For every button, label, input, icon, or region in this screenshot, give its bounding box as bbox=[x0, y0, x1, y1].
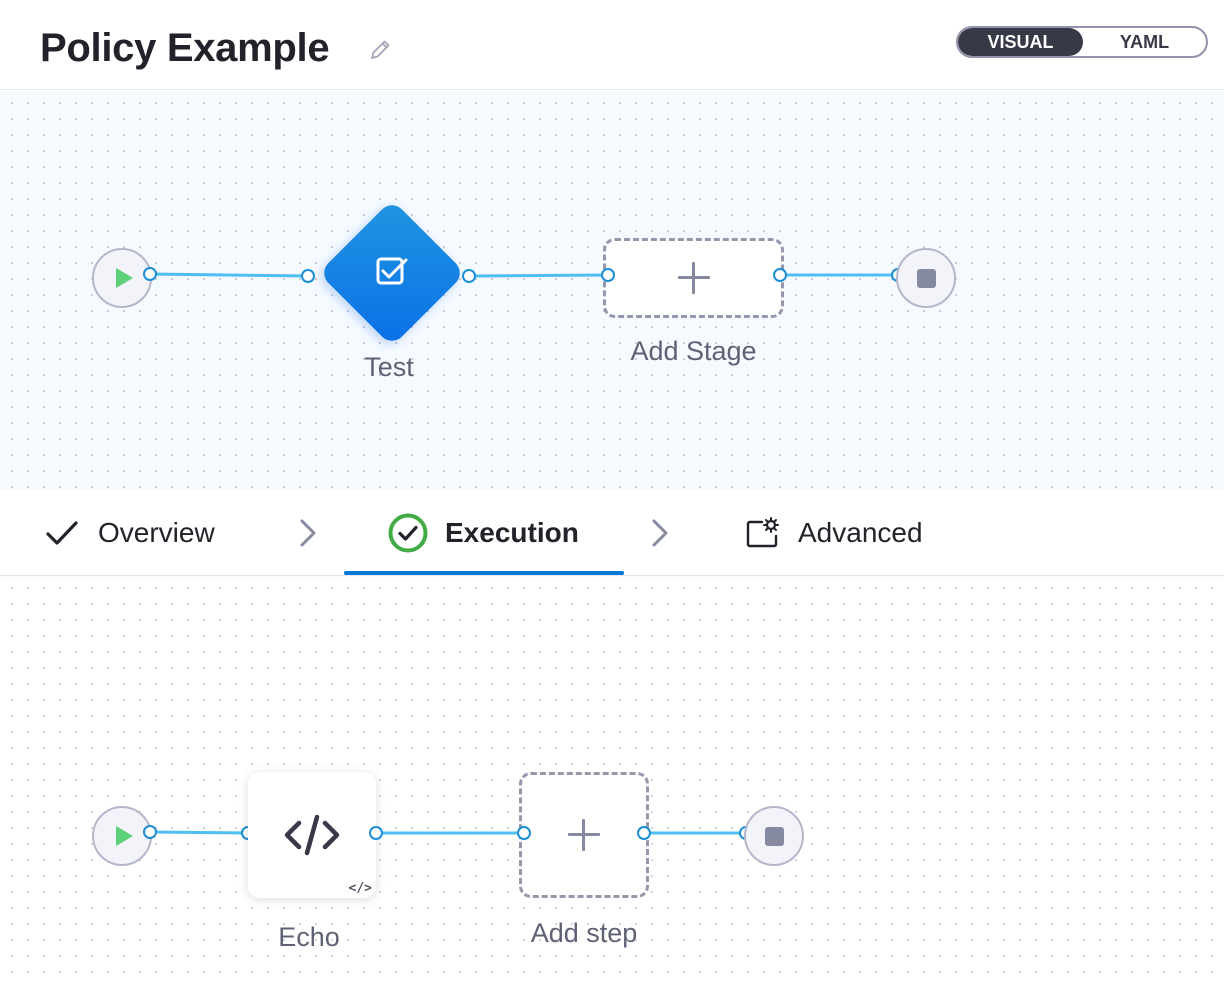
script-badge-icon: </> bbox=[348, 881, 372, 896]
play-icon bbox=[115, 826, 133, 846]
add-step-label: Add step bbox=[530, 918, 638, 948]
add-step-in-port[interactable] bbox=[517, 826, 531, 840]
exec-start-out-port[interactable] bbox=[143, 825, 157, 839]
pipeline-header: Policy Example VISUAL YAML bbox=[0, 0, 1224, 90]
step-label-echo: Echo bbox=[278, 922, 340, 952]
stop-icon bbox=[764, 826, 784, 846]
settings-panel-icon bbox=[746, 517, 779, 548]
tab-overview[interactable]: Overview bbox=[44, 490, 215, 576]
view-mode-toggle[interactable]: VISUAL YAML bbox=[956, 26, 1208, 58]
add-step-button[interactable] bbox=[519, 772, 649, 898]
stage-in-port[interactable] bbox=[301, 269, 315, 283]
add-step-out-port[interactable] bbox=[637, 826, 651, 840]
add-stage-button[interactable] bbox=[603, 238, 784, 318]
visual-toggle-option[interactable]: VISUAL bbox=[958, 28, 1083, 56]
stage-label-test: Test bbox=[364, 352, 414, 382]
check-icon bbox=[46, 521, 78, 545]
tab-execution[interactable]: Execution bbox=[387, 490, 579, 576]
chevron-right-icon bbox=[652, 519, 668, 547]
tab-advanced[interactable]: Advanced bbox=[746, 490, 923, 576]
add-stage-out-port[interactable] bbox=[773, 268, 787, 282]
execution-start-node[interactable] bbox=[92, 806, 152, 866]
step-out-port[interactable] bbox=[369, 826, 383, 840]
execution-end-node[interactable] bbox=[744, 806, 804, 866]
pipeline-end-node[interactable] bbox=[896, 248, 956, 308]
execution-graph-canvas[interactable] bbox=[0, 576, 1224, 986]
yaml-toggle-option[interactable]: YAML bbox=[1119, 31, 1170, 52]
pipeline-start-node[interactable] bbox=[92, 248, 152, 308]
chevron-right-icon bbox=[300, 519, 316, 547]
start-out-port[interactable] bbox=[143, 267, 157, 281]
step-node-echo[interactable]: </> bbox=[248, 772, 376, 898]
play-icon bbox=[115, 268, 133, 288]
add-stage-label: Add Stage bbox=[630, 336, 757, 366]
code-icon bbox=[284, 814, 340, 856]
stage-tabs bbox=[0, 490, 1224, 576]
plus-icon bbox=[677, 262, 710, 294]
plus-icon bbox=[568, 819, 600, 851]
stage-out-port[interactable] bbox=[462, 269, 476, 283]
stop-icon bbox=[916, 268, 936, 288]
tab-overview-label: Overview bbox=[98, 517, 215, 548]
tab-advanced-label: Advanced bbox=[798, 517, 923, 548]
stage-node-test[interactable] bbox=[318, 199, 466, 347]
active-tab-indicator bbox=[344, 571, 624, 575]
success-check-circle-icon bbox=[388, 513, 428, 553]
pencil-icon[interactable] bbox=[366, 36, 394, 64]
add-stage-in-port[interactable] bbox=[601, 268, 615, 282]
tab-execution-label: Execution bbox=[445, 517, 579, 548]
page-title: Policy Example bbox=[40, 26, 330, 70]
approval-check-icon bbox=[376, 257, 408, 285]
